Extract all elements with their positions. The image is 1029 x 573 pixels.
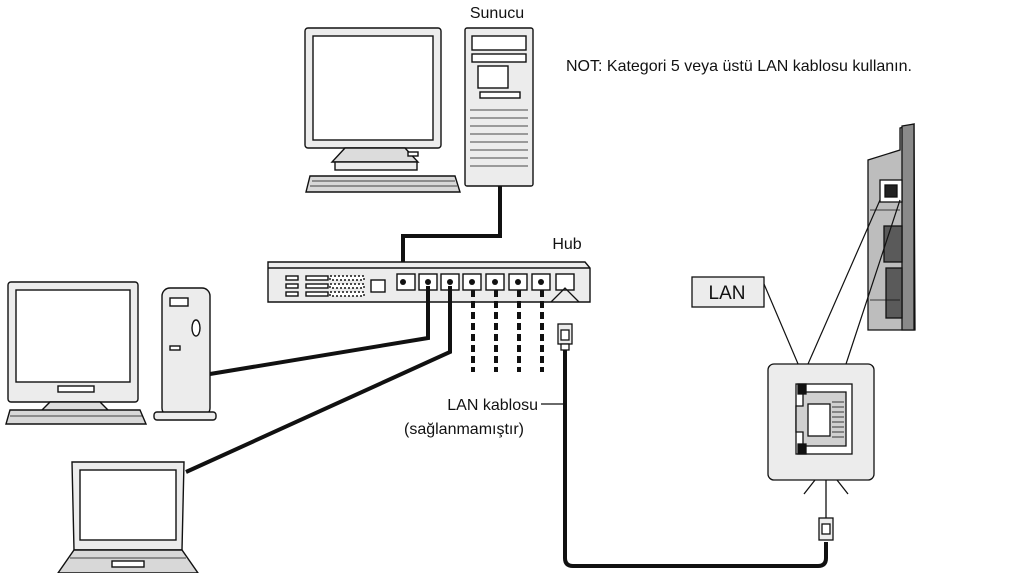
rj45-plug-icon (550, 287, 580, 351)
hub-port-plugs (400, 279, 544, 285)
lan-label: LAN (709, 283, 746, 304)
server-cable (401, 186, 502, 272)
hub-label: Hub (552, 236, 581, 253)
lan-cable (563, 350, 828, 568)
desktop-cable (209, 286, 430, 376)
lan-port-icon (767, 363, 875, 481)
lan-callout-box (691, 276, 765, 308)
server-label: Sunucu (470, 5, 524, 22)
server-computer-icon (304, 27, 534, 193)
cable-label-line2: (sağlanmamıştır) (404, 421, 524, 438)
laptop-icon (57, 461, 199, 573)
zoom-line-left (807, 199, 881, 365)
desktop-computer-icon (5, 281, 217, 425)
zoom-line-right (845, 199, 901, 365)
laptop-cable (185, 286, 452, 474)
unused-port-cables (471, 290, 544, 372)
cable-label-line1: LAN kablosu (447, 397, 538, 414)
note-text: NOT: Kategori 5 veya üstü LAN kablosu ku… (566, 58, 912, 75)
